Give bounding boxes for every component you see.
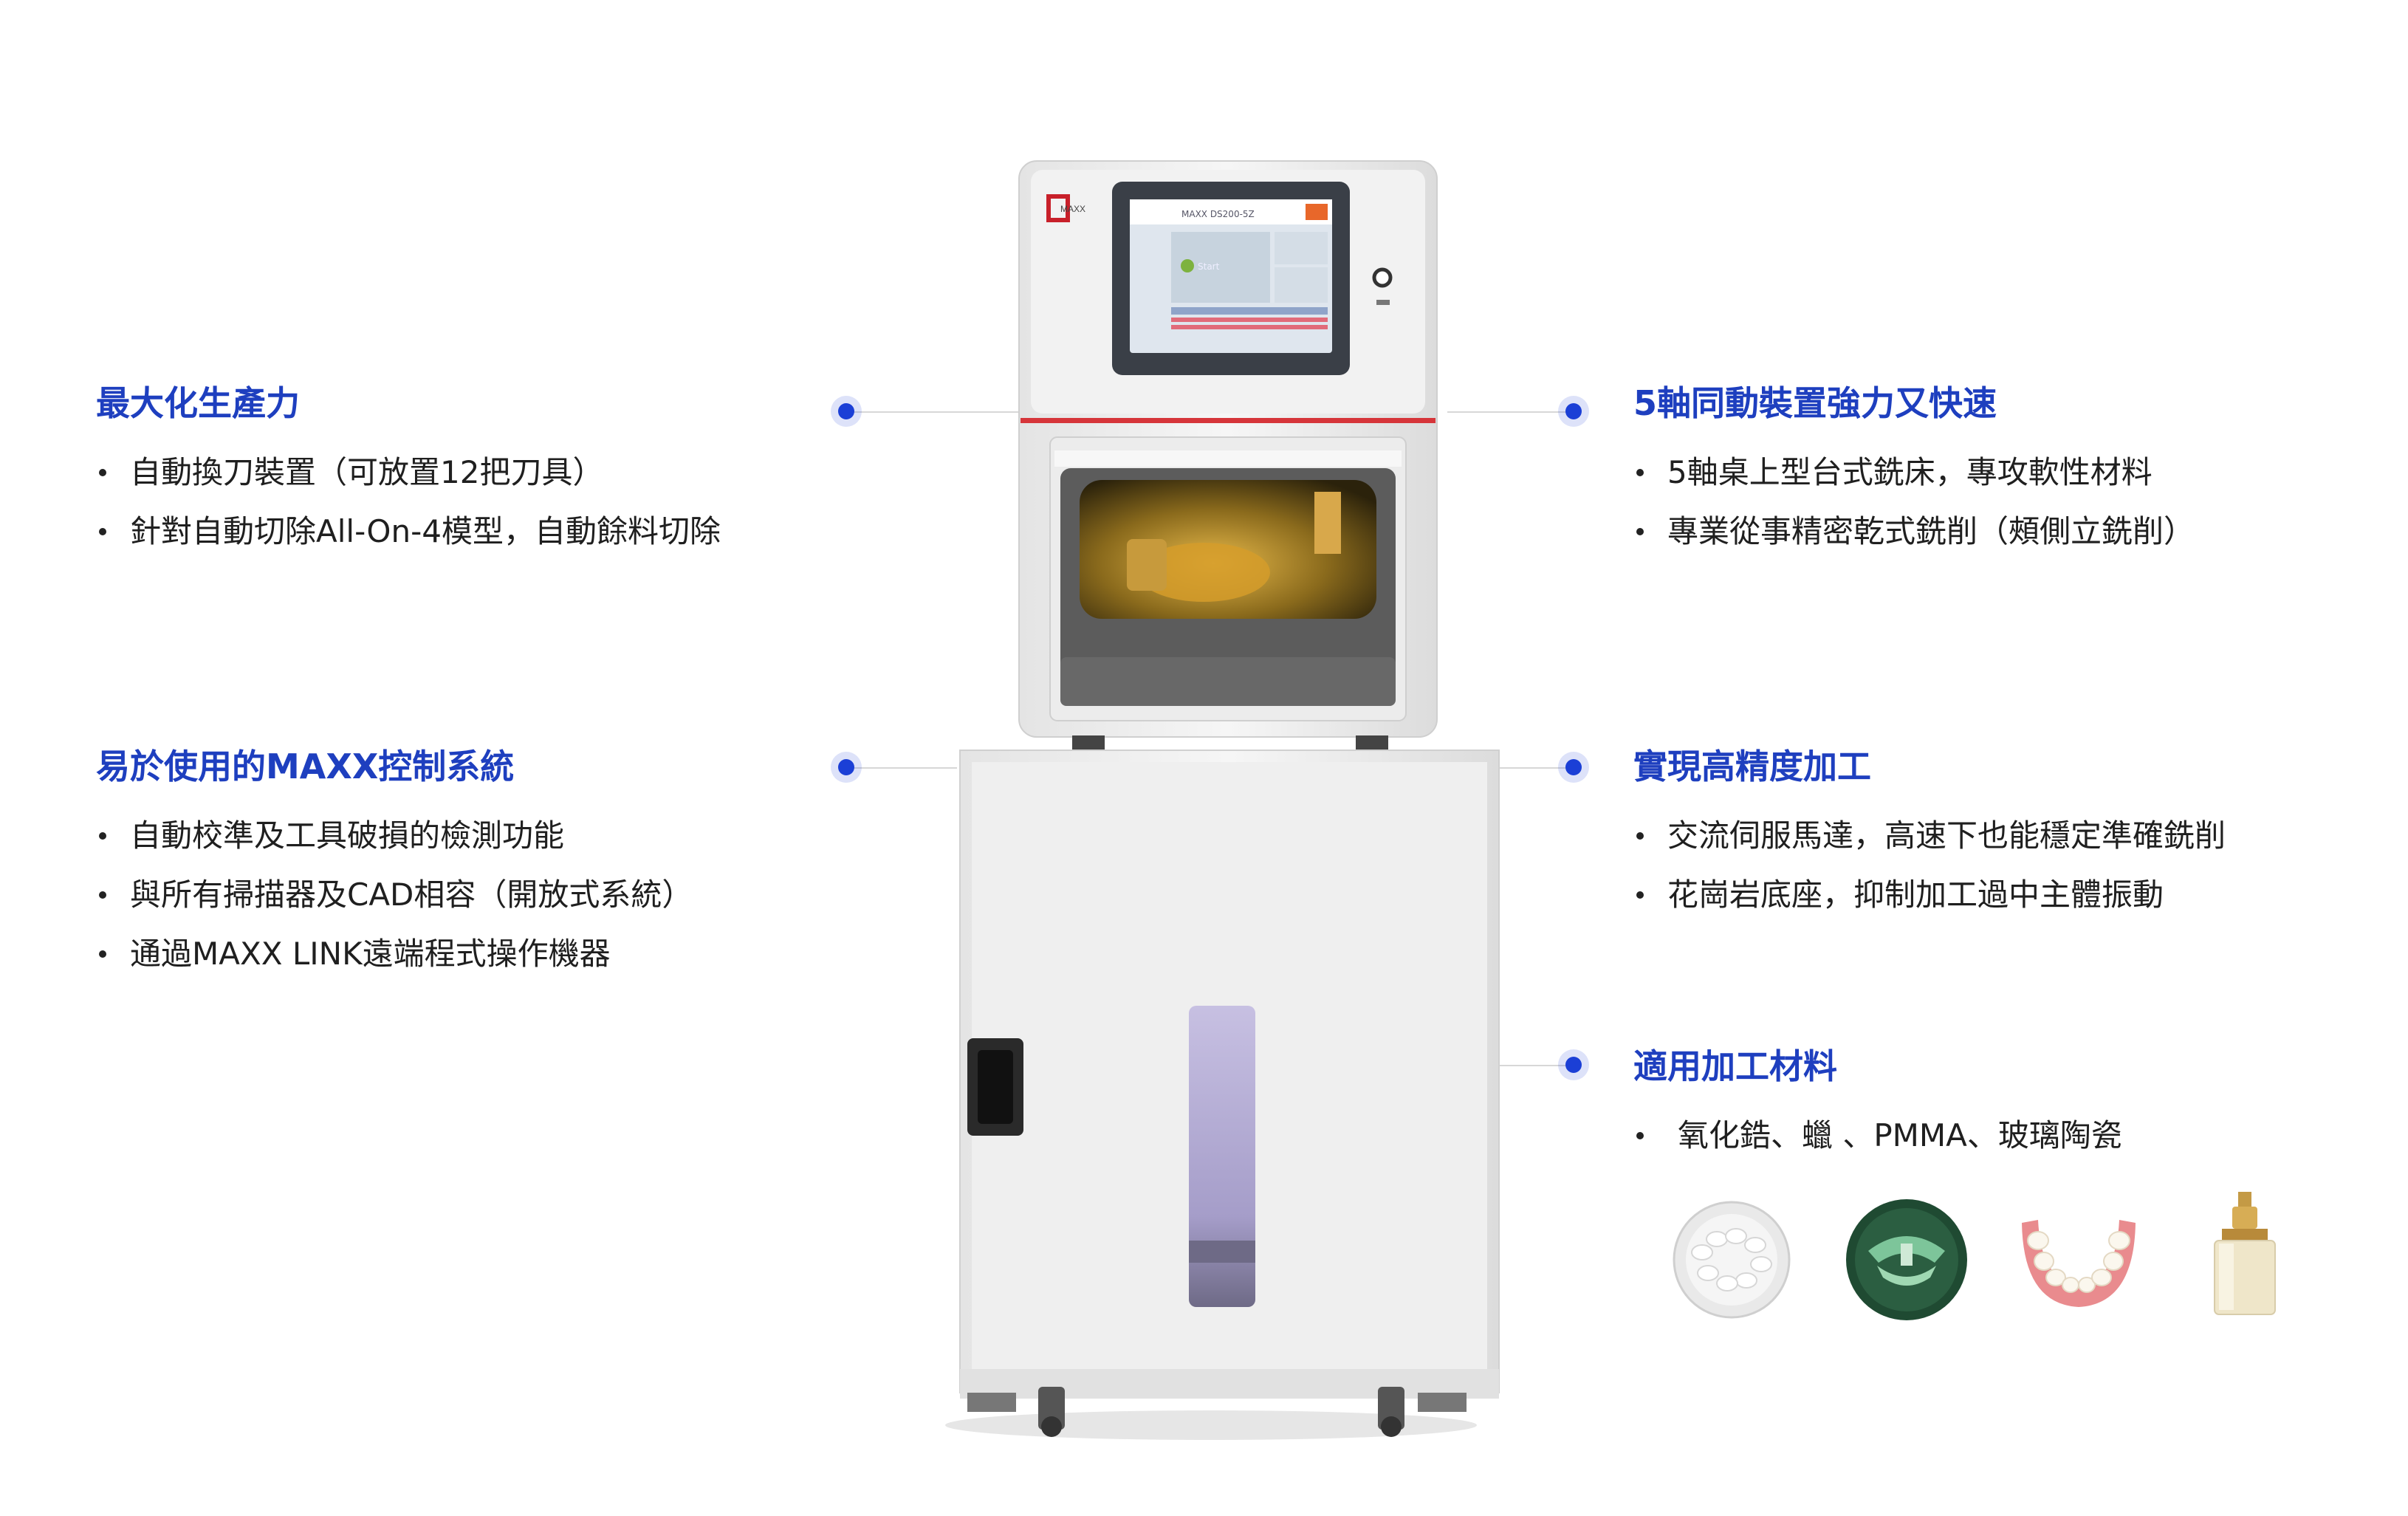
feature-bullets: 自動換刀裝置（可放置12把刀具） 針對自動切除All-On-4模型，自動餘料切除 [96, 452, 721, 552]
material-glass-ceramic [2204, 1186, 2285, 1329]
connector-line [846, 767, 957, 769]
feature-title: 5軸同動裝置強力又快速 [1633, 383, 1997, 423]
material-wax [1839, 1192, 1975, 1331]
feature-bullets: 5軸桌上型台式銑床，專攻軟性材料 專業從事精密乾式銑削（頰側立銑削） [1633, 452, 2195, 552]
connector-line [846, 411, 1023, 413]
feature-bullet: 花崗岩底座，抑制加工過中主體振動 [1633, 874, 2226, 916]
feature-productivity: 最大化生產力 自動換刀裝置（可放置12把刀具） 針對自動切除All-On-4模型… [96, 381, 721, 570]
feature-5axis: 5軸同動裝置強力又快速 5軸桌上型台式銑床，專攻軟性材料 專業從事精密乾式銑削（… [1633, 381, 2195, 570]
feature-bullet: 5軸桌上型台式銑床，專攻軟性材料 [1633, 452, 2195, 493]
callout-dot [1565, 403, 1582, 419]
feature-title: 最大化生產力 [96, 383, 300, 423]
feature-bullet: 自動換刀裝置（可放置12把刀具） [96, 452, 721, 493]
svg-text:MAXX DS200-5Z: MAXX DS200-5Z [1181, 209, 1255, 219]
connector-line [1447, 411, 1573, 413]
feature-bullet: 交流伺服馬達，高速下也能穩定準確銑削 [1633, 815, 2226, 857]
zirconia-disc-icon [1673, 1201, 1791, 1319]
callout-dot [1565, 1057, 1582, 1073]
material-zirconia [1665, 1193, 1798, 1329]
glass-ceramic-block-icon [2214, 1192, 2276, 1315]
milling-machine-icon: MAXX MAXX DS200-5Z Start [945, 160, 1500, 1440]
feature-bullet: 專業從事精密乾式銑削（頰側立銑削） [1633, 511, 2195, 552]
feature-materials: 適用加工材料 氧化鋯、蠟 、PMMA、玻璃陶瓷 [1633, 1044, 2122, 1174]
callout-dot [838, 403, 854, 419]
feature-title: 實現高精度加工 [1633, 747, 1871, 786]
feature-bullets: 氧化鋯、蠟 、PMMA、玻璃陶瓷 [1633, 1115, 2122, 1156]
svg-text:Start: Start [1198, 261, 1220, 272]
feature-bullet: 與所有掃描器及CAD相容（開放式系統） [96, 874, 693, 916]
milling-machine-illustration: MAXX MAXX DS200-5Z Start [886, 155, 1536, 1447]
callout-dot [1565, 759, 1582, 775]
feature-bullets: 交流伺服馬達，高速下也能穩定準確銑削 花崗岩底座，抑制加工過中主體振動 [1633, 815, 2226, 916]
feature-title: 易於使用的MAXX控制系統 [96, 747, 515, 786]
connector-line [1492, 1065, 1573, 1066]
feature-bullet: 氧化鋯、蠟 、PMMA、玻璃陶瓷 [1633, 1115, 2122, 1156]
feature-bullet: 通過MAXX LINK遠端程式操作機器 [96, 933, 693, 975]
pmma-denture-icon [2022, 1220, 2136, 1307]
feature-bullets: 自動校準及工具破損的檢測功能 與所有掃描器及CAD相容（開放式系統） 通過MAX… [96, 815, 693, 975]
feature-bullet: 針對自動切除All-On-4模型，自動餘料切除 [96, 511, 721, 552]
feature-bullet: 自動校準及工具破損的檢測功能 [96, 815, 693, 857]
feature-control-system: 易於使用的MAXX控制系統 自動校準及工具破損的檢測功能 與所有掃描器及CAD相… [96, 744, 693, 992]
svg-text:MAXX: MAXX [1060, 204, 1085, 214]
wax-disc-icon [1846, 1199, 1967, 1320]
callout-dot [838, 759, 854, 775]
material-pmma [2009, 1193, 2149, 1329]
connector-line [1492, 767, 1573, 769]
feature-precision: 實現高精度加工 交流伺服馬達，高速下也能穩定準確銑削 花崗岩底座，抑制加工過中主… [1633, 744, 2226, 933]
feature-title: 適用加工材料 [1633, 1046, 1837, 1086]
